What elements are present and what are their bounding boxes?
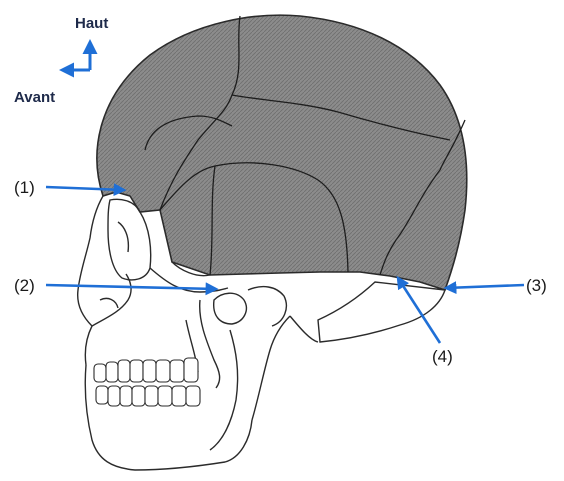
- teeth: [94, 358, 200, 406]
- label-1: (1): [14, 178, 35, 197]
- up-label: Haut: [75, 15, 108, 32]
- cranial-vault: [97, 15, 467, 290]
- occipital-bone: [318, 282, 445, 342]
- orientation-indicator: Haut Avant: [14, 15, 108, 106]
- forward-label: Avant: [14, 89, 55, 106]
- label-3: (3): [526, 276, 547, 295]
- label-4: (4): [432, 347, 453, 366]
- pointer-arrow-3: [446, 285, 524, 288]
- label-2: (2): [14, 276, 35, 295]
